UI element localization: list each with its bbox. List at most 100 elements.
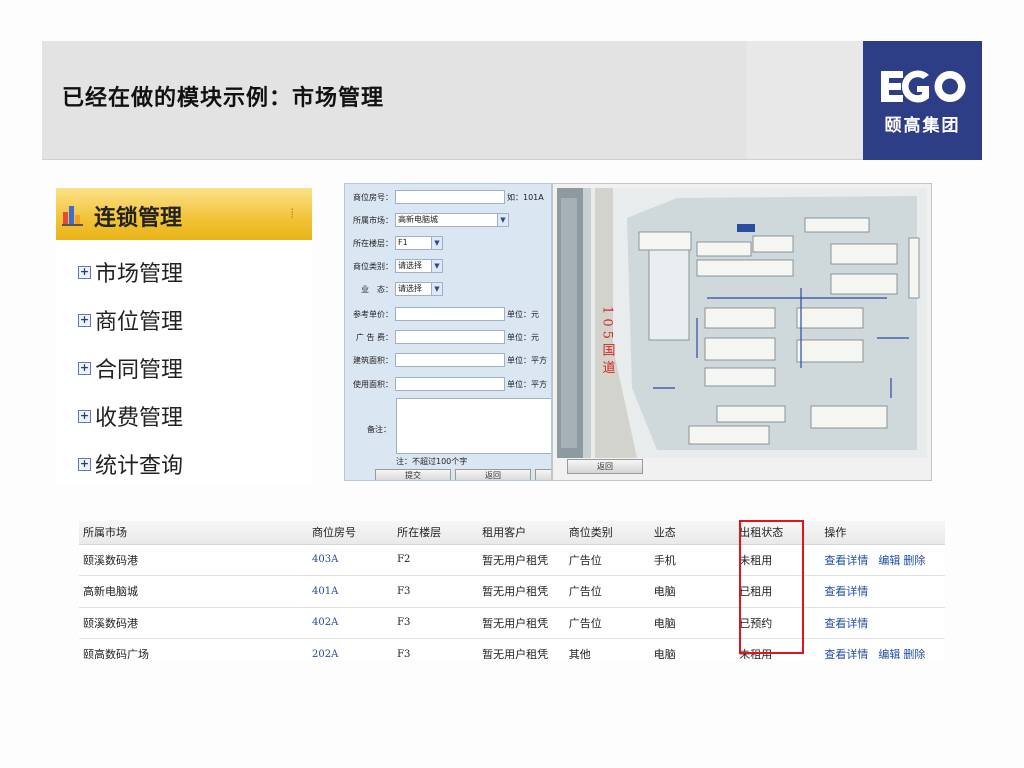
- delete-link[interactable]: 删除: [903, 553, 926, 567]
- bar-chart-icon: [62, 206, 83, 226]
- nav-item-shop[interactable]: + 商位管理: [56, 296, 312, 344]
- floor-cell: F3: [393, 638, 479, 659]
- category-select-value: 请选择: [398, 261, 422, 270]
- chevron-down-icon: ▼: [431, 237, 442, 249]
- shop-code-link[interactable]: 403A: [308, 544, 394, 576]
- shop-code-link[interactable]: 401A: [308, 575, 394, 608]
- submit-button[interactable]: 提交: [375, 469, 451, 480]
- expand-plus-icon[interactable]: +: [78, 408, 91, 423]
- shop-no-input[interactable]: [395, 190, 505, 204]
- build-area-label: 建筑面积：: [353, 355, 393, 365]
- status-cell: 已预约: [735, 607, 821, 639]
- floor-map-drawing[interactable]: 1 0 5 国 道: [557, 188, 927, 458]
- column-header: 商位房号: [308, 521, 394, 545]
- shop-grid: 所属市场 商位房号 所在楼层 租用客户 商位类别 业态 出租状态 操作 颐溪数码…: [79, 521, 945, 659]
- form-row-floor: 所在楼层： F1 ▼: [345, 235, 443, 251]
- nav-item-fees[interactable]: + 收费管理: [56, 392, 312, 440]
- view-details-link[interactable]: 查看详情: [824, 616, 869, 630]
- nav-item-label: 收费管理: [95, 406, 184, 431]
- form-row-business: 业 态： 请选择 ▼: [345, 281, 443, 297]
- table-row: 颐高数码广场 202A F3 暂无用户租凭 其他 电脑 未租用 查看详情编辑删除: [79, 638, 945, 659]
- actions-cell: 查看详情编辑删除: [820, 638, 945, 659]
- expand-plus-icon[interactable]: +: [78, 264, 91, 279]
- business-label: 业 态：: [361, 284, 393, 294]
- status-cell: 未租用: [735, 638, 821, 659]
- actions-cell: 查看详情编辑删除: [820, 544, 945, 576]
- edit-link[interactable]: 编辑: [878, 648, 901, 659]
- view-details-link[interactable]: 查看详情: [824, 585, 869, 599]
- floor-select-value: F1: [398, 238, 408, 247]
- expand-plus-icon[interactable]: +: [78, 360, 91, 375]
- nav-item-contract[interactable]: + 合同管理: [56, 344, 312, 392]
- category-cell: 广告位: [564, 544, 650, 576]
- actions-cell: 查看详情: [820, 575, 945, 608]
- business-cell: 电脑: [649, 575, 736, 608]
- tenant-cell: 暂无用户租凭: [478, 638, 565, 659]
- column-header: 所在楼层: [393, 521, 479, 545]
- extra-button[interactable]: [535, 469, 551, 480]
- business-select[interactable]: 请选择 ▼: [395, 282, 443, 296]
- shop-code-link[interactable]: 402A: [308, 607, 394, 639]
- note-textarea[interactable]: [396, 398, 551, 454]
- form-row-shop-no: 商位房号： 如：101A: [345, 189, 544, 205]
- ego-logo-mark-icon: [880, 70, 965, 103]
- nav-item-market[interactable]: + 市场管理: [56, 248, 312, 296]
- form-row-ad-fee: 广 告 费： 单位：元: [345, 329, 539, 345]
- nav-item-label: 统计查询: [95, 454, 184, 479]
- form-row-build-area: 建筑面积： 单位：平方: [345, 352, 547, 368]
- floor-select[interactable]: F1 ▼: [395, 236, 443, 250]
- market-select-value: 高新电脑城: [398, 215, 438, 224]
- use-area-label: 使用面积：: [353, 379, 393, 389]
- expand-plus-icon[interactable]: +: [78, 312, 91, 327]
- edit-link[interactable]: 编辑: [878, 553, 901, 567]
- form-row-ref-price: 参考单价： 单位：元: [345, 306, 539, 322]
- ad-fee-input[interactable]: [395, 330, 505, 344]
- category-select[interactable]: 请选择 ▼: [395, 259, 443, 273]
- column-header: 操作: [820, 521, 945, 545]
- road-label: 1 0 5 国 道: [600, 306, 616, 374]
- form-row-use-area: 使用面积： 单位：平方: [345, 376, 547, 392]
- build-area-input[interactable]: [395, 353, 505, 367]
- status-cell: 已租用: [735, 575, 821, 608]
- collapse-handle-icon[interactable]: ⁞: [290, 206, 295, 222]
- column-header: 租用客户: [478, 521, 565, 545]
- market-select[interactable]: 高新电脑城 ▼: [395, 213, 509, 227]
- ref-price-unit: 单位：元: [507, 309, 539, 319]
- tenant-cell: 暂无用户租凭: [478, 575, 565, 608]
- nav-list: + 市场管理 + 商位管理 + 合同管理 + 收费管理 + 统计查询: [56, 248, 312, 488]
- ref-price-input[interactable]: [395, 307, 505, 321]
- back-button[interactable]: 返回: [455, 469, 531, 480]
- use-area-unit: 单位：平方: [507, 379, 547, 389]
- nav-header-label: 连锁管理: [94, 206, 183, 231]
- market-cell: 高新电脑城: [79, 575, 309, 608]
- use-area-input[interactable]: [395, 377, 505, 391]
- column-header: 商位类别: [564, 521, 650, 545]
- slide-title: 已经在做的模块示例：市场管理: [62, 86, 385, 111]
- view-details-link[interactable]: 查看详情: [824, 553, 869, 567]
- chevron-down-icon: ▼: [431, 283, 442, 295]
- header-band-right: [746, 41, 863, 160]
- note-label: 备注：: [367, 425, 391, 434]
- nav-header[interactable]: 连锁管理 ⁞: [56, 188, 312, 240]
- table-header-row: 所属市场 商位房号 所在楼层 租用客户 商位类别 业态 出租状态 操作: [79, 521, 945, 545]
- chevron-down-icon: ▼: [497, 214, 508, 226]
- ref-price-label: 参考单价：: [353, 309, 393, 319]
- expand-plus-icon[interactable]: +: [78, 456, 91, 471]
- market-cell: 颐溪数码港: [79, 607, 309, 639]
- column-header: 所属市场: [79, 521, 309, 545]
- business-select-value: 请选择: [398, 284, 422, 293]
- market-cell: 颐溪数码港: [79, 544, 309, 576]
- map-back-button[interactable]: 返回: [567, 459, 643, 474]
- floor-cell: F2: [393, 544, 479, 576]
- tenant-cell: 暂无用户租凭: [478, 544, 565, 576]
- nav-item-stats[interactable]: + 统计查询: [56, 440, 312, 488]
- nav-item-label: 商位管理: [95, 310, 184, 335]
- table-row: 颐溪数码港 402A F3 暂无用户租凭 广告位 电脑 已预约 查看详情: [79, 607, 945, 639]
- floor-label: 所在楼层：: [353, 238, 393, 248]
- delete-link[interactable]: 删除: [903, 648, 926, 659]
- note-hint: 注：不超过100个字: [396, 457, 468, 466]
- business-cell: 电脑: [649, 607, 736, 639]
- shop-code-link[interactable]: 202A: [308, 638, 394, 659]
- shop-form: 商位房号： 如：101A 所属市场： 高新电脑城 ▼ 所在楼层： F1 ▼ 商位…: [344, 183, 552, 481]
- view-details-link[interactable]: 查看详情: [824, 648, 869, 659]
